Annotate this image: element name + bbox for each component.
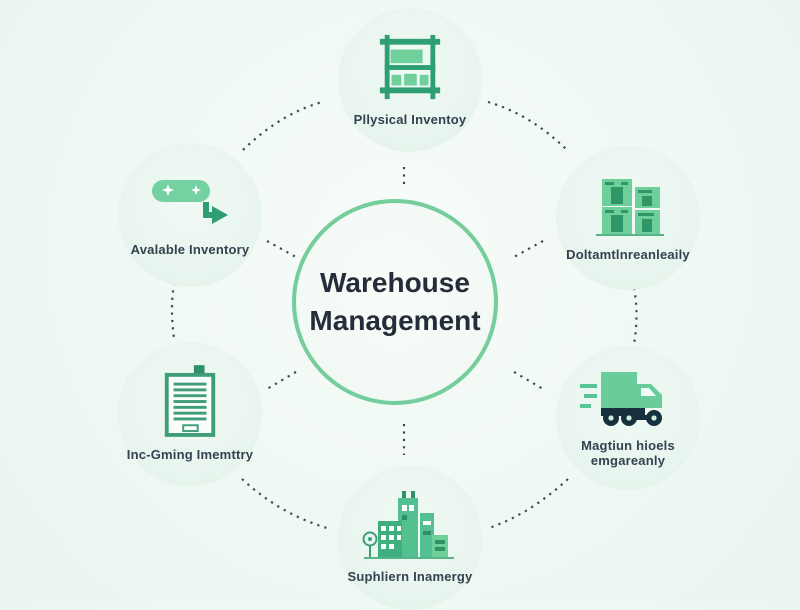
spoke-center-lower-left [266,371,297,390]
spoke-center-lower-right [513,371,544,390]
document-icon [164,365,216,437]
arc-availableinv-to-physicalinv [242,100,323,151]
center-title: Warehouse Management [309,264,480,340]
node-label: Inc-Gming Imemttry [126,447,254,463]
arc-incominginv-to-supplier [241,478,328,530]
center-title-line2: Management [309,305,481,336]
node-supplier-inventory: Suphliern Inamergy [338,466,482,610]
node-label: Pllysical Inventoy [353,112,467,128]
arc-trucks-to-supplier [488,478,569,530]
node-incoming-inventory: Inc-Gming Imemttry [118,342,262,486]
stacked-boxes-icon [596,179,664,237]
factory-icon [362,491,454,560]
center-title-line1: Warehouse [320,267,470,299]
node-physical-inventory: Pllysical Inventoy [338,8,482,152]
node-label: Suphliern Inamergy [347,569,473,585]
node-label: Avalable Inventory [130,242,250,258]
delivery-truck-icon [580,371,662,426]
arc-documentedinv-to-trucks [632,287,638,345]
pill-arrow-icon [152,180,228,225]
node-label: Doltamtlnreanleaily [566,247,690,263]
center-circle: Warehouse Management [292,199,498,405]
spoke-center-upper-right [513,240,544,258]
node-available-inventory: Avalable Inventory [118,143,262,287]
shelf-rack-icon [379,34,441,100]
node-documented-inventory: Doltamtlnreanleaily [556,146,700,290]
spoke-center-upper-left [266,240,297,258]
arc-availableinv-to-incominginv [170,282,176,339]
arc-physicalinv-to-documentedinv [487,100,568,151]
